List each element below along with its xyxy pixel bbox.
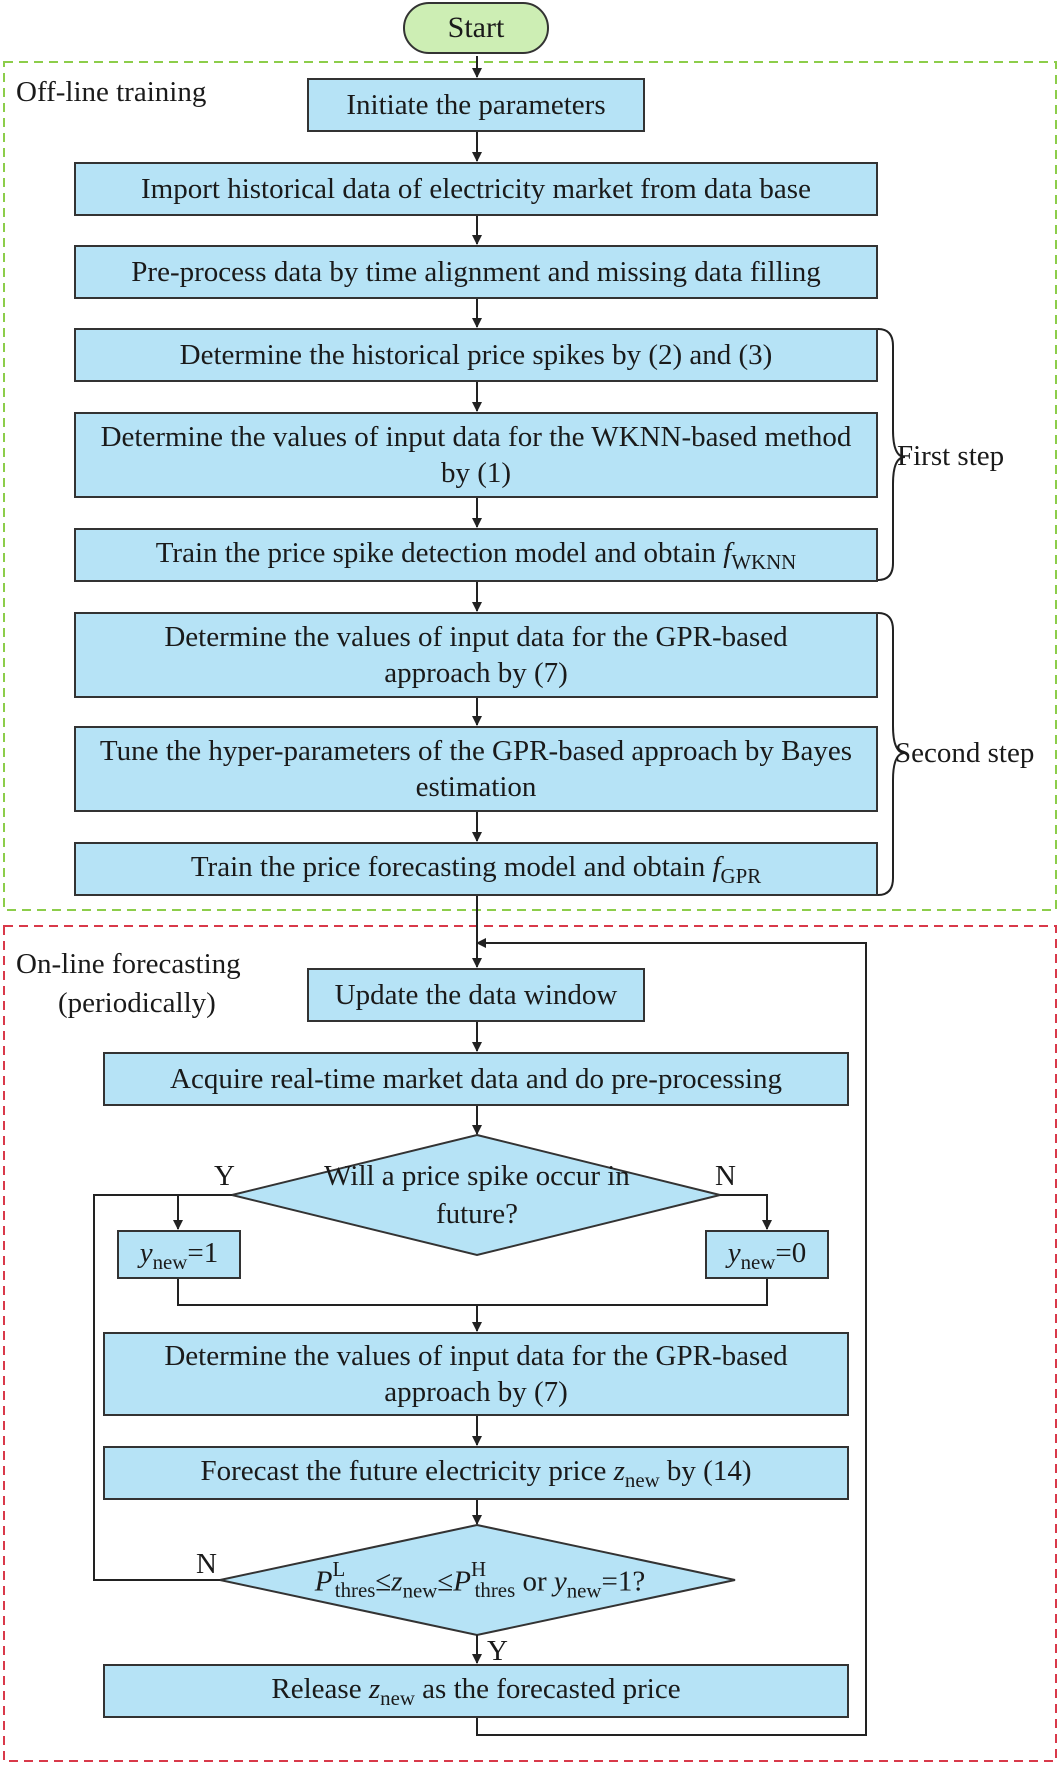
step-acquire-text: Acquire real-time market data and do pre… [170,1062,782,1095]
step-release-price: Release znew as the forecasted price [103,1664,849,1718]
branch-no-label-1: N [715,1160,736,1192]
step-forecast-price: Forecast the future electricity price zn… [103,1446,849,1500]
step-train-gpr-text: Train the price forecasting model and ob… [191,849,761,889]
start-label: Start [447,11,505,44]
step-forecast-text: Forecast the future electricity price zn… [200,1455,752,1492]
output-y-new-1: ynew=1 [117,1230,241,1279]
output-y-new-0: ynew=0 [705,1230,829,1279]
online-region-label-line2: (periodically) [58,987,216,1019]
start-node: Start [403,2,549,54]
step-initiate-parameters: Initiate the parameters [307,78,645,132]
decision-threshold-text: PLthres≤znew≤PHthres or ynew=1? [280,1555,680,1609]
first-step-brace [877,328,906,581]
decision-threshold-condition: PLthres≤znew≤PHthres or ynew=1? [314,1556,646,1603]
f-wknn-symbol: f [723,537,732,570]
online-region-label-line1: On-line forecasting [16,948,241,980]
second-step-label: Second step [895,737,1035,769]
step-update-window: Update the data window [307,968,645,1022]
step-tune-text: Tune the hyper-parameters of the GPR-bas… [99,734,853,803]
step-wknn-input-text: Determine the values of input data for t… [100,420,852,489]
step-spikes-text: Determine the historical price spikes by… [179,338,773,371]
step-import-text: Import historical data of electricity ma… [141,172,811,205]
step-initiate-text: Initiate the parameters [346,88,606,121]
step-release-text: Release znew as the forecasted price [271,1673,681,1710]
first-step-label: First step [897,440,1005,472]
online-region-border [3,925,1057,1762]
step-gpr-input-text: Determine the values of input data for t… [164,620,788,689]
branch-yes-label-2: Y [487,1635,508,1667]
second-step-brace [877,612,906,896]
step-gpr-input-online-text: Determine the values of input data for t… [164,1339,788,1408]
step-preprocess: Pre-process data by time alignment and m… [74,245,878,299]
f-gpr-subscript: GPR [720,863,762,888]
step-train-wknn-text: Train the price spike detection model an… [156,535,797,575]
branch-yes-label-1: Y [214,1160,235,1192]
f-wknn-subscript: WKNN [731,549,797,574]
step-preprocess-text: Pre-process data by time alignment and m… [131,255,821,288]
f-gpr-symbol: f [712,851,721,884]
decision-spike-question: Will a price spike occur in future? [324,1160,630,1230]
y-new-0-text: ynew=0 [727,1236,807,1274]
step-train-gpr-label: Train the price forecasting model and ob… [190,851,706,884]
y-new-1-text: ynew=1 [139,1236,219,1274]
step-wknn-input: Determine the values of input data for t… [74,412,878,498]
step-update-text: Update the data window [334,978,618,1011]
step-acquire-data: Acquire real-time market data and do pre… [103,1052,849,1106]
decision-spike-text: Will a price spike occur in future? [302,1160,652,1232]
step-import-data: Import historical data of electricity ma… [74,162,878,216]
step-tune-hyperparameters: Tune the hyper-parameters of the GPR-bas… [74,726,878,812]
step-train-gpr: Train the price forecasting model and ob… [74,842,878,896]
decision-diamond-spike [231,1133,721,1257]
step-determine-spikes: Determine the historical price spikes by… [74,328,878,382]
step-train-wknn-label: Train the price spike detection model an… [155,537,716,570]
branch-no-label-2: N [196,1548,217,1580]
offline-region-label: Off-line training [16,76,207,108]
offline-region-border [3,61,1057,911]
step-gpr-input-online: Determine the values of input data for t… [103,1332,849,1416]
step-train-wknn: Train the price spike detection model an… [74,528,878,582]
step-gpr-input: Determine the values of input data for t… [74,612,878,698]
